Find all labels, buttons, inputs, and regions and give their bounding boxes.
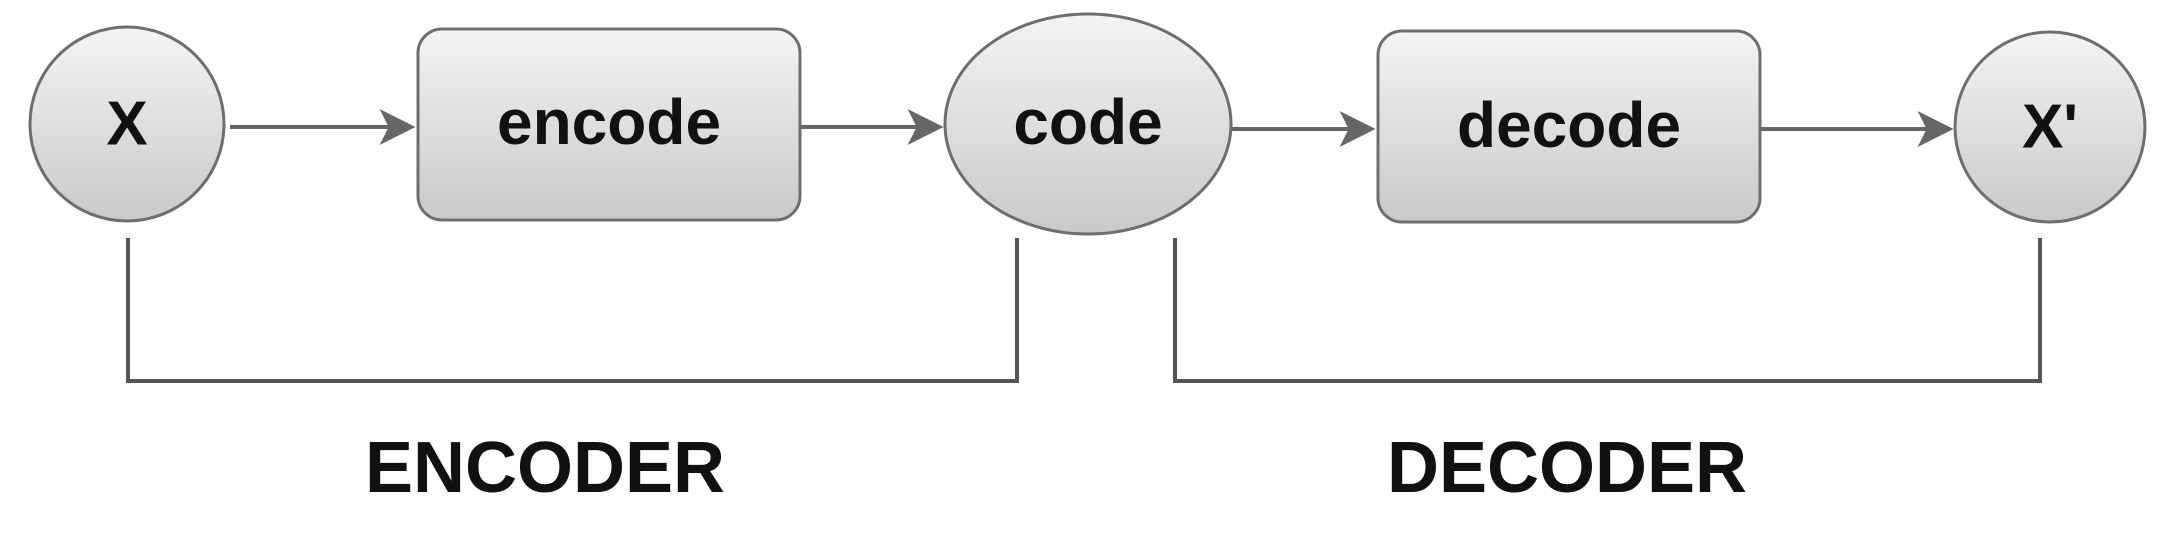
node-input-shape: [28, 25, 226, 223]
node-code-shape: [943, 12, 1233, 236]
node-code: code: [943, 12, 1233, 236]
encoder-bracket: [126, 238, 1019, 383]
node-encode-shape: [416, 27, 802, 222]
node-decode: decode: [1376, 29, 1762, 224]
node-decode-label: decode: [1457, 89, 1681, 161]
decoder-group-label: DECODER: [1387, 428, 1747, 508]
node-decode-shape: [1376, 29, 1762, 224]
node-output: X': [1953, 30, 2147, 224]
node-encode-label: encode: [497, 86, 721, 158]
node-input: X: [28, 25, 226, 223]
node-input-label: X: [106, 89, 147, 158]
encoder-group-label: ENCODER: [365, 428, 725, 508]
node-output-label: X': [2022, 92, 2078, 161]
decoder-bracket: [1173, 238, 2042, 383]
node-output-shape: [1953, 30, 2147, 224]
node-code-label: code: [1013, 86, 1162, 158]
node-encode: encode: [416, 27, 802, 222]
